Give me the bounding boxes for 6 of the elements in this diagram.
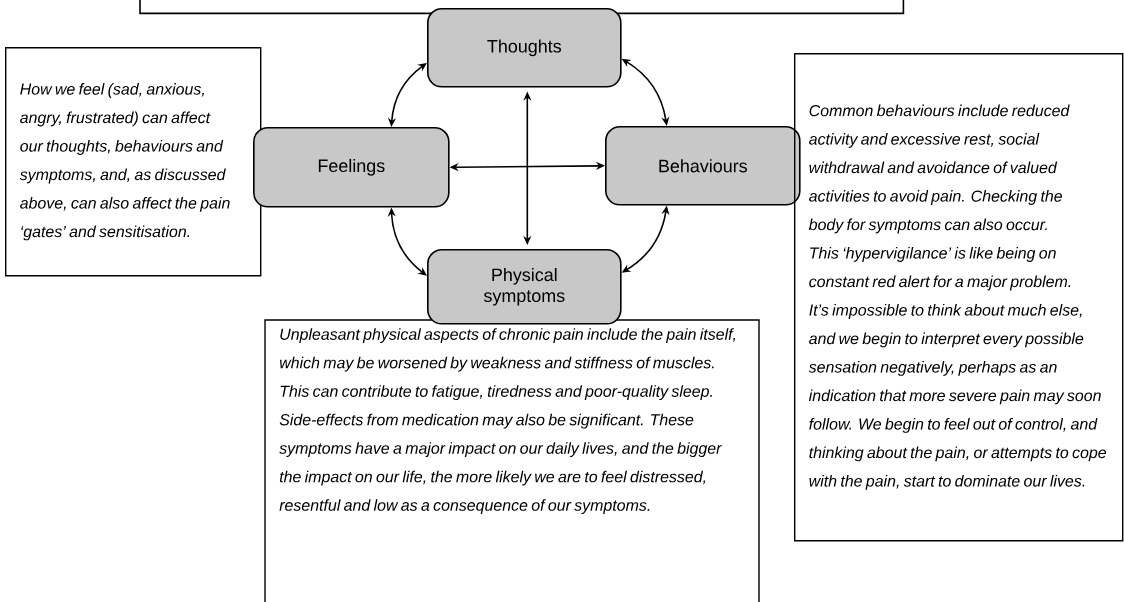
process-box: Feelings [253, 127, 450, 208]
process-box: Thoughts [427, 8, 622, 88]
text-box: How we feel (sad, anxious, angry, frustrated) can affect our thoughts, behaviours and symptoms, and, as discussed above, can also affect the pain ‘gates’ and sensitisation. [5, 47, 262, 277]
process-box: Physical symptoms [427, 249, 622, 325]
text-box: Common behaviours include reduced activity and excessive rest, social withdrawal and avoidance of valued activities to avoid pain. Checking the body for symptoms can also occur. This ‘hypervigilance’ is like being on constant red alert for a major problem. It’s impossible to think about much else, and we begin to interpret every possible sensation negatively, perhaps as an indication that more severe pain may soon follow. We begin to feel out of control, and thinking about the pain, or attempts to cope with the pain, start to dominate our lives. [794, 53, 1124, 542]
process-box: Behaviours [605, 126, 801, 206]
